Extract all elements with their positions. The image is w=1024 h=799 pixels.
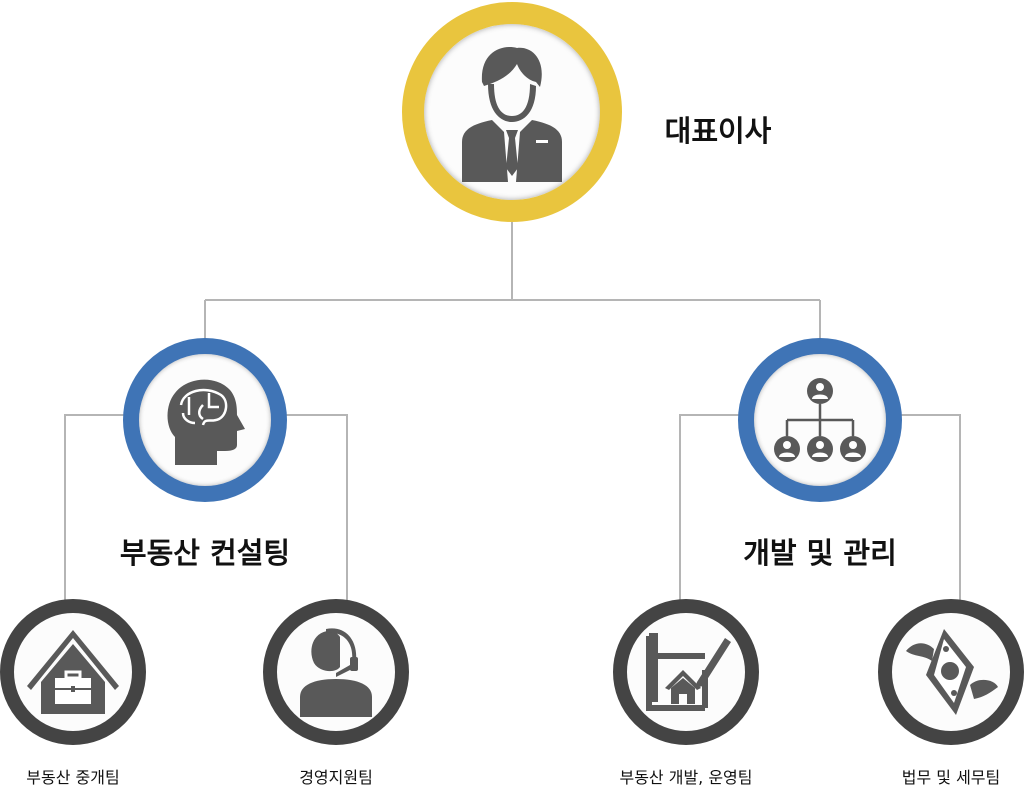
org-hierarchy-icon: [774, 378, 866, 462]
businessman-icon: [462, 47, 562, 182]
team-label-management-support: 경영지원팀: [299, 768, 373, 787]
team-node-development-operation: [613, 599, 759, 745]
division-node-development: [738, 338, 902, 502]
team-node-brokerage: [0, 599, 146, 745]
ceo-label: 대표이사: [664, 114, 772, 148]
team-node-legal-tax: [878, 599, 1024, 745]
team-node-management-support: [263, 599, 409, 745]
division-node-consulting: [123, 338, 287, 502]
division-label-consulting: 부동산 컨설팅: [119, 536, 291, 570]
house-briefcase-icon: [27, 630, 119, 714]
team-label-development-operation: 부동산 개발, 운영팀: [619, 768, 753, 787]
blueprint-house-pencil-icon: [646, 633, 731, 711]
development-connector: [679, 414, 961, 600]
team-label-legal-tax: 법무 및 세무팀: [901, 768, 1001, 787]
ceo-node: [402, 2, 622, 222]
division-label-development: 개발 및 관리: [743, 536, 897, 570]
consulting-connector: [64, 414, 348, 600]
team-label-brokerage: 부동산 중개팀: [26, 768, 120, 787]
headset-operator-icon: [300, 628, 372, 717]
ceo-connector: [204, 222, 821, 340]
brain-head-icon: [167, 379, 245, 465]
flying-money-icon: [906, 629, 998, 715]
